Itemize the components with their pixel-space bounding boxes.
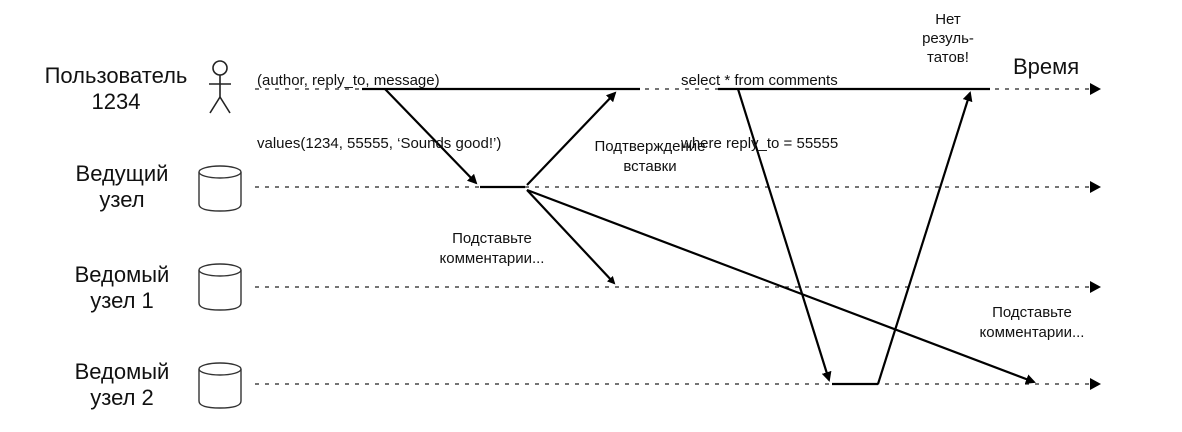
no-results-note: Нет резуль- татов! (916, 10, 980, 67)
select-query-line2: where reply_to = 55555 (681, 135, 839, 152)
database-icon (198, 263, 242, 311)
no-results-line1: Нет (935, 11, 961, 28)
timeline-arrowhead (1090, 281, 1101, 293)
insert-ack-line2: вставки (623, 158, 677, 175)
lane-label-line1: Ведущий (75, 161, 169, 186)
replicate-note-line2: комментарии... (439, 250, 545, 267)
insert-query-text: (author, reply_to, message) values(1234,… (257, 28, 501, 175)
lane-label-leader: Ведущий узел (56, 161, 188, 213)
lane-label-follower-1: Ведомый узел 1 (56, 262, 188, 314)
timeline-arrowheads (1090, 83, 1101, 390)
lane-label-follower-2: Ведомый узел 2 (56, 359, 188, 411)
select-query-text: select * from comments where reply_to = … (681, 28, 838, 175)
timeline-arrowhead (1090, 181, 1101, 193)
lane-label-line1: Пользователь (44, 63, 188, 88)
replicate-note-line2: комментарии... (979, 324, 1085, 341)
arrow-replicate-to-follower-2 (526, 188, 1036, 384)
insert-query-line1: (author, reply_to, message) (257, 72, 440, 89)
arrow-ack-to-user (526, 91, 617, 186)
timeline-arrowhead (1090, 378, 1101, 390)
no-results-line2: резуль- (922, 30, 974, 47)
insert-ack-line1: Подтверждение (594, 138, 706, 155)
database-icon (198, 165, 242, 212)
replicate-follower-2-note: Подставьте комментарии... (958, 303, 1106, 343)
lane-label-line1: Ведомый (74, 359, 170, 384)
insert-query-line2: values(1234, 55555, ‘Sounds good!’) (257, 135, 502, 152)
lane-label-line2: узел (99, 187, 145, 212)
lane-label-line2: узел 2 (90, 385, 154, 410)
lane-label-user: Пользователь 1234 (30, 63, 202, 115)
time-axis-label: Время (1013, 54, 1080, 79)
message-arrows (384, 88, 1036, 385)
lane-label-line2: узел 1 (90, 288, 154, 313)
insert-ack-note: Подтверждение вставки (570, 137, 730, 177)
arrow-replicate-to-follower-1 (526, 189, 616, 285)
select-query-line1: select * from comments (681, 72, 838, 89)
replicate-note-line1: Подставьте (452, 230, 532, 247)
replicate-note-line1: Подставьте (992, 304, 1072, 321)
database-icon (198, 362, 242, 409)
lane-label-line2: 1234 (91, 89, 141, 114)
user-icon (209, 60, 231, 114)
arrow-read-to-follower-2 (736, 88, 832, 382)
timeline-arrowhead (1090, 83, 1101, 95)
arrow-write-to-leader (384, 88, 478, 185)
no-results-line3: татов! (927, 49, 969, 66)
lane-label-line1: Ведомый (74, 262, 170, 287)
replicate-follower-1-note: Подставьте комментарии... (428, 229, 556, 269)
activity-segments (362, 87, 990, 386)
arrow-empty-result-to-user (876, 91, 973, 385)
